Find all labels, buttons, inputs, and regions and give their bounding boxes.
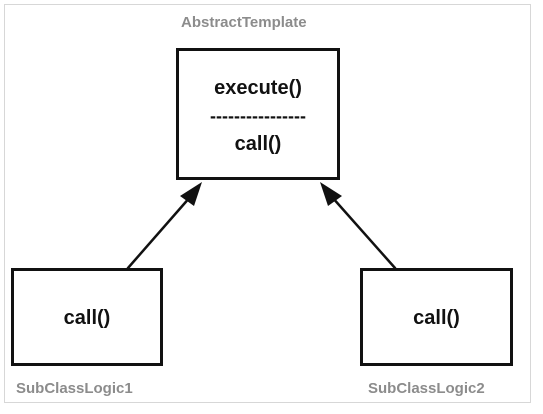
right-arrowhead-icon [320,182,342,206]
call-method-left: call() [63,307,111,329]
method-separator: ---------------- [210,106,306,126]
subclass-logic2-title: SubClassLogic2 [368,380,485,397]
left-arrowhead-icon [180,182,202,206]
abstract-template-box: execute() ---------------- call() [176,48,340,180]
diagram-frame [4,4,531,403]
abstract-template-title: AbstractTemplate [181,14,307,31]
right-inheritance-arrow [320,182,397,270]
left-inheritance-arrow [126,182,202,270]
execute-method: execute() [214,77,302,99]
subclass-logic1-box: call() [11,268,163,366]
subclass-logic2-box: call() [360,268,513,366]
call-method-right: call() [413,307,460,329]
call-method-parent: call() [234,133,282,155]
subclass-logic1-title: SubClassLogic1 [16,380,133,397]
